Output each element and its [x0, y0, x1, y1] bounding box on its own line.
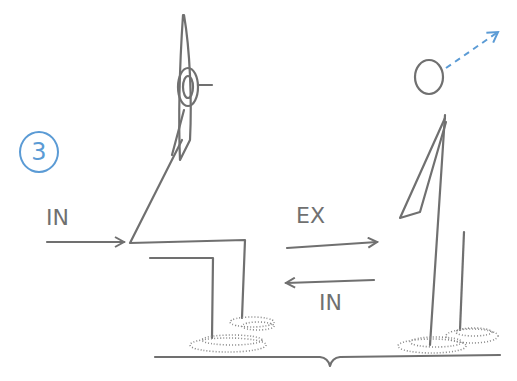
foot-shade — [202, 335, 262, 345]
ground-brace — [155, 355, 500, 366]
inhale-arrow — [47, 241, 124, 243]
breath-label: IN — [46, 207, 69, 229]
exhale-arrow — [287, 242, 377, 248]
raised-arms — [179, 15, 191, 160]
foot-shade — [410, 337, 462, 347]
foot-shade — [398, 339, 466, 353]
breath-label: EX — [296, 205, 325, 227]
head-detail — [183, 76, 193, 98]
arm — [400, 118, 446, 218]
foot-shade — [242, 322, 274, 330]
face-line — [198, 84, 212, 86]
step-circle: 3 — [19, 131, 59, 173]
foot-shade — [190, 338, 266, 352]
step-number: 3 — [31, 140, 46, 164]
second-leg — [150, 258, 213, 338]
foot-shade — [446, 329, 498, 343]
foot-shade — [456, 328, 492, 336]
torso-thigh-shin — [130, 140, 245, 318]
leg — [460, 232, 464, 330]
breath-label: IN — [319, 292, 342, 314]
gaze-line — [446, 32, 498, 68]
head — [178, 68, 198, 106]
inhale-back-arrow — [286, 280, 374, 283]
head — [415, 60, 443, 94]
